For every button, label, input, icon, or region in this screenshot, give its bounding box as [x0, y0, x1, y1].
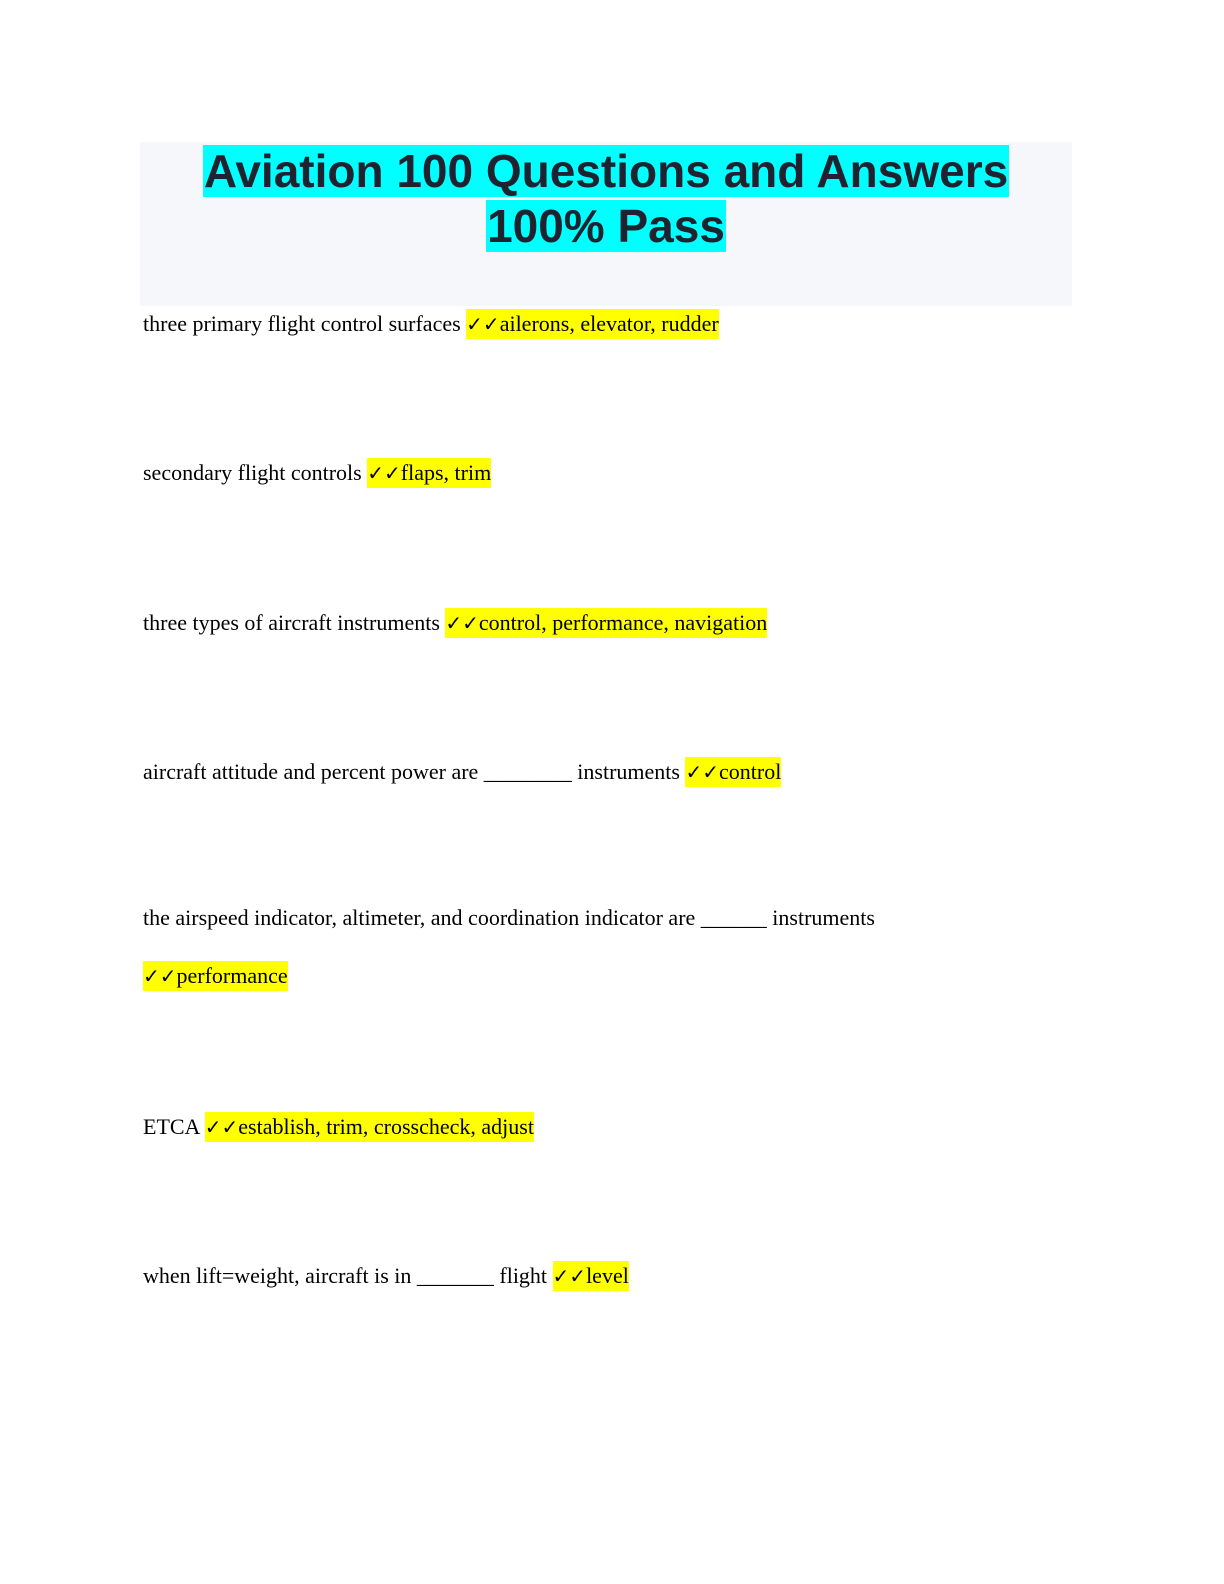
answer-text: establish, trim, crosscheck, adjust: [238, 1114, 534, 1139]
answer-highlight: ✓✓ailerons, elevator, rudder: [466, 309, 719, 339]
qa-item-5-answer: ✓✓performance: [143, 961, 288, 991]
double-check-icon: ✓✓: [685, 760, 719, 784]
title-line-1: Aviation 100 Questions and Answers: [202, 145, 1010, 197]
qa-item-5: the airspeed indicator, altimeter, and c…: [143, 903, 875, 933]
question-text: three primary flight control surfaces: [143, 311, 461, 336]
question-text: when lift=weight, aircraft is in _______…: [143, 1263, 548, 1288]
answer-highlight: ✓✓flaps, trim: [367, 458, 492, 488]
qa-item-4: aircraft attitude and percent power are …: [143, 757, 782, 787]
qa-item-7: when lift=weight, aircraft is in _______…: [143, 1261, 629, 1291]
question-text: aircraft attitude and percent power are …: [143, 759, 680, 784]
answer-highlight: ✓✓control, performance, navigation: [445, 608, 768, 638]
answer-highlight: ✓✓establish, trim, crosscheck, adjust: [204, 1112, 534, 1142]
qa-item-2: secondary flight controls ✓✓flaps, trim: [143, 458, 492, 488]
answer-text: level: [586, 1263, 629, 1288]
answer-text: performance: [176, 963, 288, 988]
answer-text: flaps, trim: [400, 460, 492, 485]
qa-item-3: three types of aircraft instruments ✓✓co…: [143, 608, 768, 638]
question-text: ETCA: [143, 1114, 200, 1139]
double-check-icon: ✓✓: [367, 461, 401, 485]
answer-text: ailerons, elevator, rudder: [499, 311, 719, 336]
answer-highlight: ✓✓control: [685, 757, 782, 787]
question-text: secondary flight controls: [143, 460, 362, 485]
answer-highlight: ✓✓level: [552, 1261, 629, 1291]
answer-highlight: ✓✓performance: [143, 961, 288, 991]
answer-text: control, performance, navigation: [478, 610, 768, 635]
title-line-2: 100% Pass: [486, 200, 726, 252]
double-check-icon: ✓✓: [552, 1264, 587, 1288]
question-text: three types of aircraft instruments: [143, 610, 440, 635]
qa-item-1: three primary flight control surfaces ✓✓…: [143, 309, 719, 339]
double-check-icon: ✓✓: [204, 1115, 239, 1139]
answer-text: control: [719, 759, 782, 784]
document-title: Aviation 100 Questions and Answers 100% …: [140, 144, 1072, 254]
question-text: the airspeed indicator, altimeter, and c…: [143, 905, 875, 930]
qa-item-6: ETCA ✓✓establish, trim, crosscheck, adju…: [143, 1112, 534, 1142]
double-check-icon: ✓✓: [466, 312, 500, 336]
double-check-icon: ✓✓: [445, 611, 479, 635]
double-check-icon: ✓✓: [143, 964, 177, 988]
